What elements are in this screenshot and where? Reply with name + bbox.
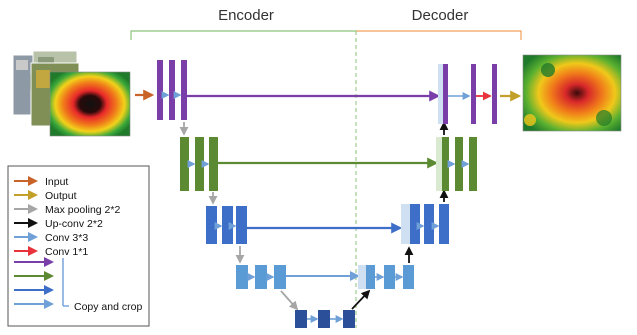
feature-map — [455, 137, 463, 191]
feature-map — [443, 64, 448, 124]
feature-map — [222, 206, 233, 244]
bottleneck — [295, 310, 355, 328]
cropped-feature-map — [436, 137, 446, 191]
feature-map — [274, 265, 286, 289]
feature-map — [403, 265, 414, 289]
feature-map — [295, 310, 307, 328]
encoder-bracket — [130, 30, 356, 40]
feature-map — [343, 310, 355, 328]
legend-label: Output — [45, 190, 77, 202]
feature-map — [410, 204, 420, 244]
copy-crop-label: Copy and crop — [74, 301, 142, 313]
encoder-level-3 — [206, 206, 247, 244]
decoder-level-1 — [438, 64, 497, 124]
feature-map — [195, 137, 204, 191]
feature-map — [384, 265, 395, 289]
decoder-header: Decoder — [412, 7, 469, 24]
feature-map — [180, 137, 189, 191]
encoder-level-1 — [157, 60, 187, 120]
feature-map — [366, 265, 375, 289]
feature-map — [236, 206, 247, 244]
feature-map — [442, 137, 449, 191]
decoder-bracket — [356, 30, 522, 40]
feature-map — [255, 265, 267, 289]
feature-map — [492, 64, 497, 124]
decoder-level-4 — [358, 265, 414, 289]
feature-map — [209, 137, 218, 191]
maxpool-arrow — [280, 290, 299, 311]
feature-map — [157, 60, 163, 120]
feature-map — [424, 204, 434, 244]
legend-label: Up-conv 2*2 — [45, 218, 103, 230]
cropped-feature-map — [358, 265, 368, 289]
feature-map — [206, 206, 217, 244]
feature-map — [318, 310, 330, 328]
decoder-level-3 — [401, 204, 449, 244]
feature-map — [169, 60, 175, 120]
cropped-feature-map — [438, 64, 447, 124]
legend-label: Conv 3*3 — [45, 232, 88, 244]
encoder-level-2 — [180, 137, 218, 191]
legend-label: Max pooling 2*2 — [45, 204, 120, 216]
feature-map — [471, 64, 476, 124]
feature-map — [181, 60, 187, 120]
feature-map — [469, 137, 477, 191]
feature-map — [236, 265, 248, 289]
legend-label: Conv 1*1 — [45, 246, 88, 258]
encoder-level-4 — [236, 265, 286, 289]
decoder-level-2 — [436, 137, 477, 191]
feature-map — [439, 204, 449, 244]
upconv-arrow — [351, 289, 371, 310]
encoder-header: Encoder — [218, 7, 274, 24]
output-image — [522, 54, 622, 132]
input-image-stack — [12, 50, 131, 137]
legend-label: Input — [45, 176, 68, 188]
